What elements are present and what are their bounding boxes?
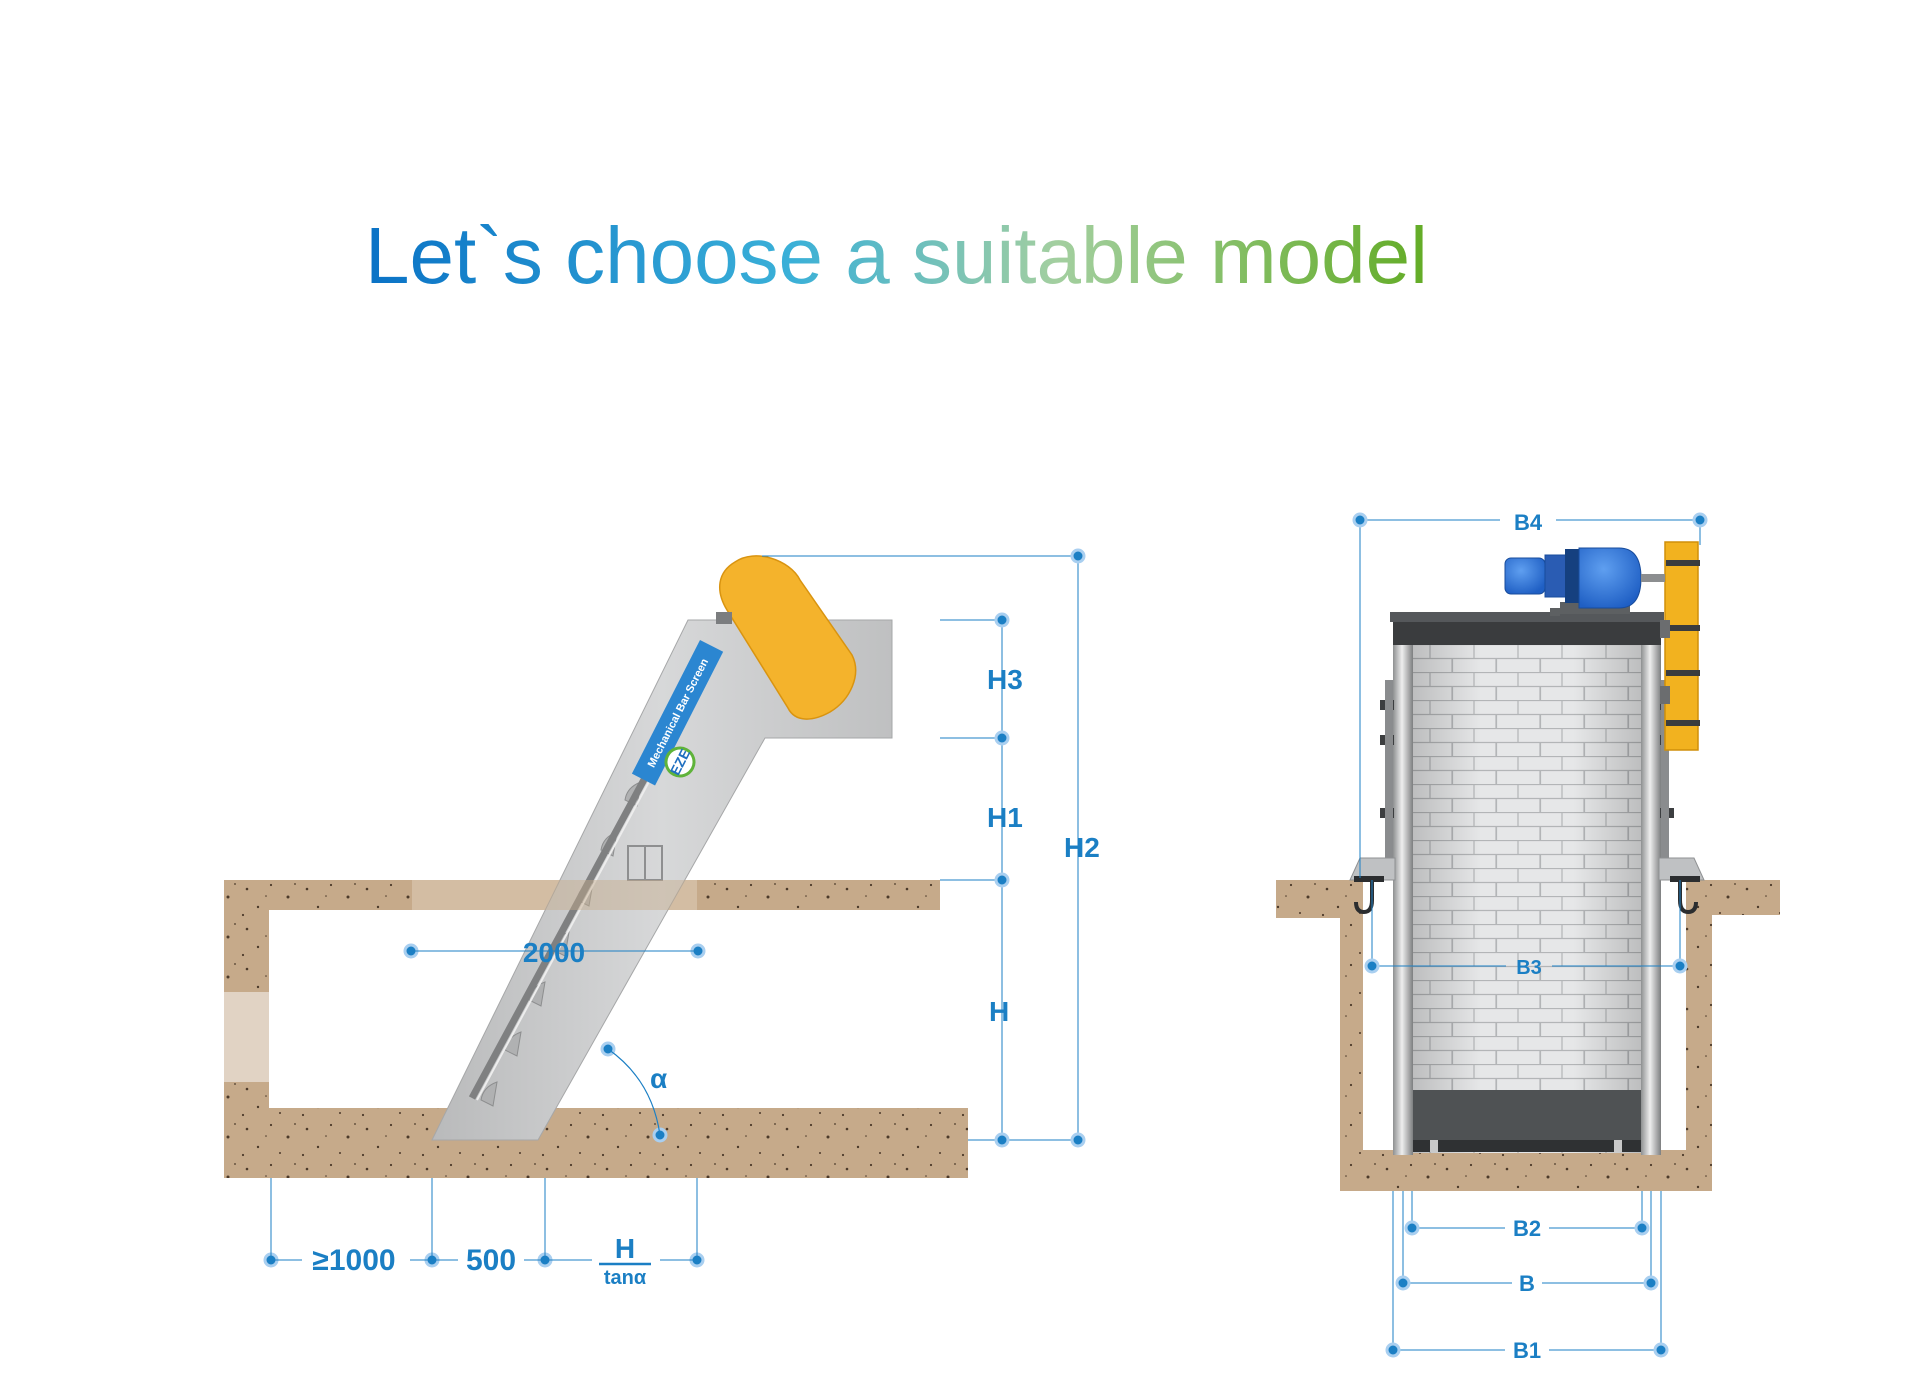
dim-b-label: B	[1519, 1271, 1535, 1296]
dim-h2-label: H2	[1064, 832, 1100, 863]
dim-h3-label: H3	[987, 664, 1023, 695]
right-guide-bar	[1661, 680, 1669, 860]
inlet-opening	[224, 992, 269, 1082]
page-title: Let`s choose a suitable model	[365, 211, 1428, 300]
dim-length-label: 2000	[523, 937, 585, 968]
alpha-arc	[607, 1048, 661, 1136]
drive-frame-plate	[1664, 541, 1699, 751]
side-view: Mechanical Bar Screen EZE	[224, 548, 1100, 1289]
dim-min-gap-label: ≥1000	[312, 1244, 395, 1277]
gear-motor	[1504, 547, 1665, 609]
dim-b2-label: B2	[1513, 1216, 1541, 1241]
drive-arm	[719, 555, 857, 720]
dim-h1-label: H1	[987, 802, 1023, 833]
channel-soil	[224, 880, 968, 1178]
front-view: B4 B3 B2 B B1	[1276, 506, 1780, 1364]
slab-overlay	[412, 880, 697, 910]
dim-b1-label: B1	[1513, 1338, 1541, 1363]
right-support-pipe	[1641, 645, 1661, 1155]
drive-bracket	[716, 612, 732, 624]
right-base-plate	[1658, 857, 1705, 881]
left-support-pipe	[1393, 645, 1413, 1155]
dim-frac-bottom-label: tanα	[604, 1267, 647, 1289]
dimension-dots-front	[1352, 512, 1708, 1358]
dim-b3-label: B3	[1516, 957, 1542, 979]
dim-alpha-label: α	[650, 1063, 667, 1094]
left-guide-bar	[1385, 680, 1393, 860]
dim-h-label: H	[989, 996, 1009, 1027]
dimension-dots-side	[263, 548, 1086, 1268]
pit-soil	[1276, 880, 1780, 1191]
brand-logo: EZE	[664, 746, 696, 778]
dim-offset-label: 500	[466, 1244, 516, 1277]
tank-base	[1412, 1090, 1642, 1140]
dim-frac-top-label: H	[615, 1233, 635, 1264]
dim-b4-label: B4	[1514, 510, 1543, 535]
tank-cap	[1393, 620, 1661, 645]
left-base-plate	[1349, 857, 1396, 881]
